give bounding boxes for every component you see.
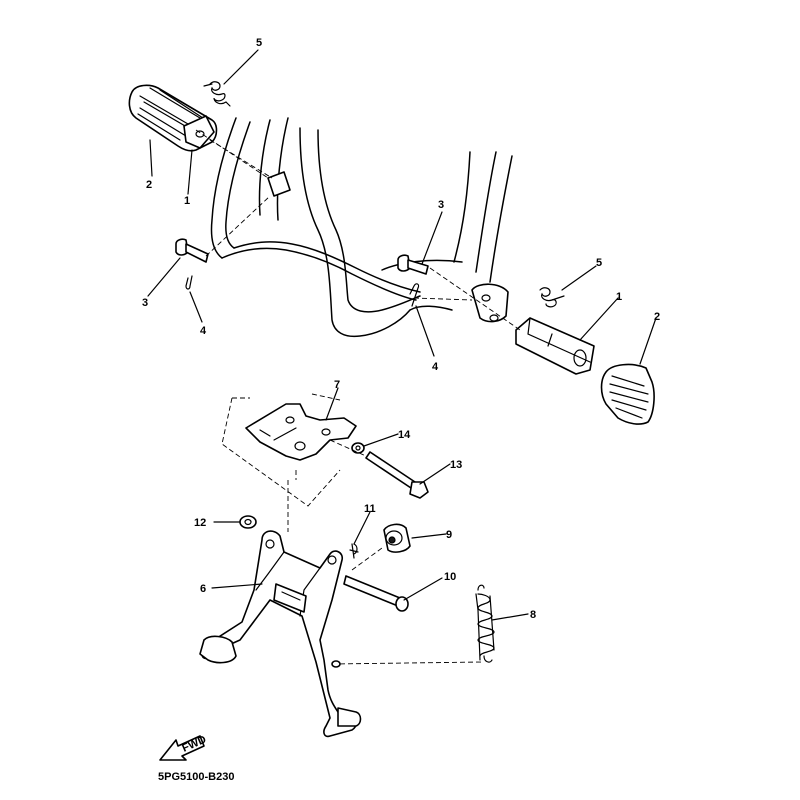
callout-13: 13 — [450, 459, 462, 471]
cotter-pin-left — [185, 275, 193, 290]
pin-left — [175, 238, 209, 263]
callout-6: 6 — [200, 583, 206, 595]
callout-2-left: 2 — [146, 179, 152, 191]
clip-11 — [349, 543, 359, 559]
frame-tubes — [210, 117, 513, 338]
callout-4-left: 4 — [200, 325, 207, 337]
diagram-code: 5PG5100-B230 — [158, 771, 234, 783]
fwd-label: FWD — [180, 734, 208, 755]
callout-11: 11 — [364, 503, 376, 515]
callout-2-right: 2 — [654, 311, 660, 323]
footrest-right — [515, 317, 595, 375]
collar-9 — [383, 523, 411, 553]
shaft-10 — [343, 547, 409, 612]
cotter-pin-right — [409, 283, 420, 307]
callout-5-left: 5 — [256, 37, 262, 49]
nut-12 — [239, 515, 257, 529]
callout-4-right: 4 — [432, 361, 439, 373]
callout-9: 9 — [446, 529, 452, 541]
footrest-rubber-right — [600, 363, 655, 425]
callout-14: 14 — [398, 429, 411, 441]
bolt-13 — [329, 439, 429, 499]
stand-bracket-assembly — [221, 393, 357, 532]
right-footrest-assembly — [195, 129, 655, 425]
pin-right — [397, 254, 429, 275]
main-stand — [199, 530, 483, 738]
callout-3-right: 3 — [438, 199, 444, 211]
left-footrest-assembly — [128, 81, 273, 290]
forward-arrow-icon: FWD — [159, 734, 208, 761]
callout-8: 8 — [530, 609, 536, 621]
callout-1-left: 1 — [184, 195, 190, 207]
spring-left — [203, 81, 231, 107]
spring-right — [539, 287, 565, 308]
callout-3-left: 3 — [142, 297, 148, 309]
stand-bracket — [245, 403, 357, 461]
callout-10: 10 — [444, 571, 456, 583]
stand-spring — [475, 584, 495, 663]
callout-1-right: 1 — [616, 291, 622, 303]
callout-7: 7 — [334, 379, 340, 391]
washer-14 — [351, 442, 365, 454]
callout-12: 12 — [194, 517, 206, 529]
callouts: 5 2 1 3 4 3 4 5 1 2 7 14 13 12 11 9 10 6… — [142, 37, 660, 621]
leader-lines — [147, 49, 657, 621]
callout-5-right: 5 — [596, 257, 602, 269]
